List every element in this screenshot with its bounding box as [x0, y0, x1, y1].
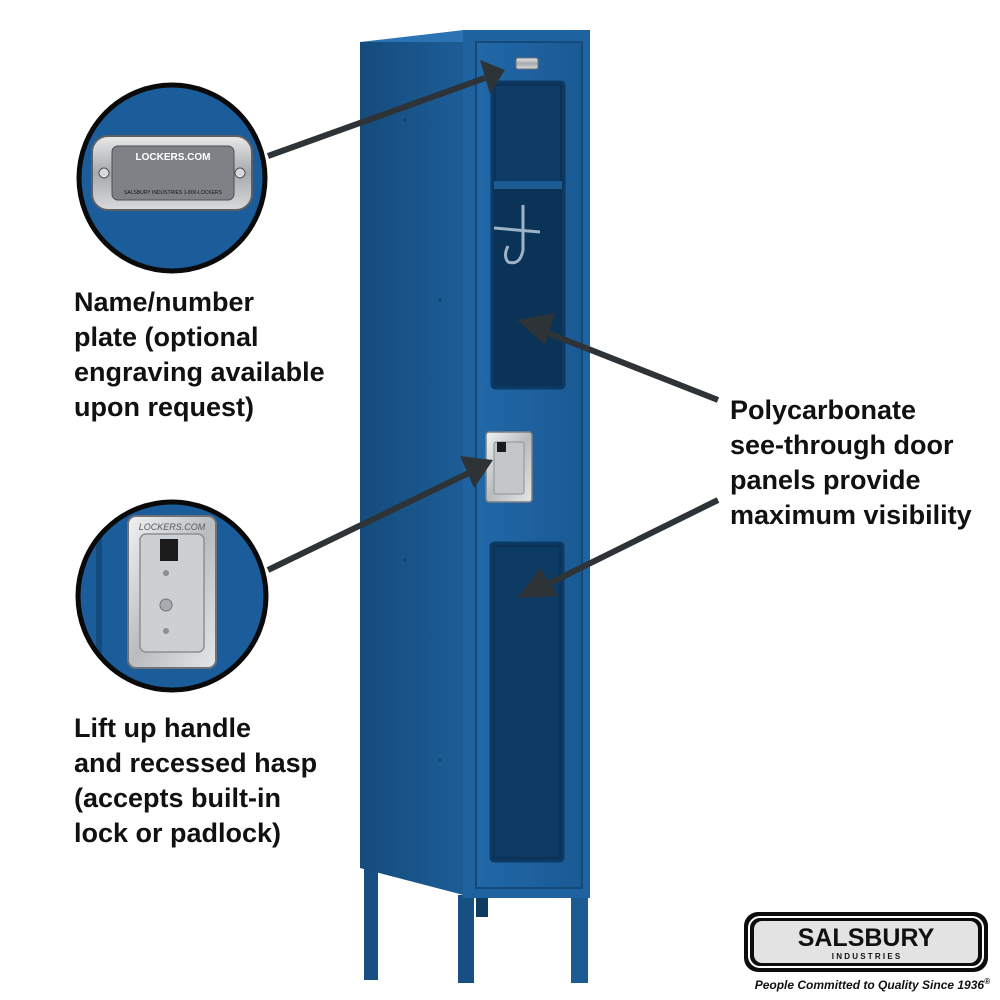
locker-leg — [364, 862, 378, 980]
salsbury-logo: SALSBURY I N D U S T R I E S — [744, 912, 988, 972]
arrow-head — [480, 60, 505, 94]
locker-side-panel — [360, 42, 475, 898]
arrow-head — [517, 313, 555, 345]
handle-callout: LOCKERS.COM — [75, 499, 269, 693]
nameplate-caption: Name/number plate (optional engraving av… — [74, 287, 325, 422]
locker-leg — [458, 895, 474, 983]
logo-wordmark: SALSBURY — [798, 924, 935, 952]
door-panels-caption: Polycarbonate see-through door panels pr… — [730, 395, 972, 530]
plate-sub-text: SALSBURY INDUSTRIES 1-800-LOCKERS — [124, 190, 223, 196]
plate-brand-text: LOCKERS.COM — [136, 152, 211, 163]
brand-tagline: People Committed to Quality Since 1936® — [712, 977, 990, 992]
registered-mark: ® — [984, 977, 990, 986]
locker-name-plate — [515, 57, 539, 70]
arrow-head — [460, 456, 493, 488]
tagline-text: People Committed to Quality Since 1936 — [754, 978, 985, 992]
locker — [360, 30, 590, 983]
nameplate-callout: LOCKERS.COM SALSBURY INDUSTRIES 1-800-LO… — [76, 82, 268, 274]
locker-leg — [571, 880, 588, 983]
arrow-head — [518, 568, 558, 598]
handle-caption: Lift up handle and recessed hasp (accept… — [74, 713, 318, 848]
callout-arrows — [266, 60, 720, 598]
handle-brand-text: LOCKERS.COM — [139, 522, 206, 532]
coat-hook — [493, 205, 541, 265]
logo-subtitle: I N D U S T R I E S — [832, 952, 901, 961]
coat-shelf — [494, 181, 562, 189]
